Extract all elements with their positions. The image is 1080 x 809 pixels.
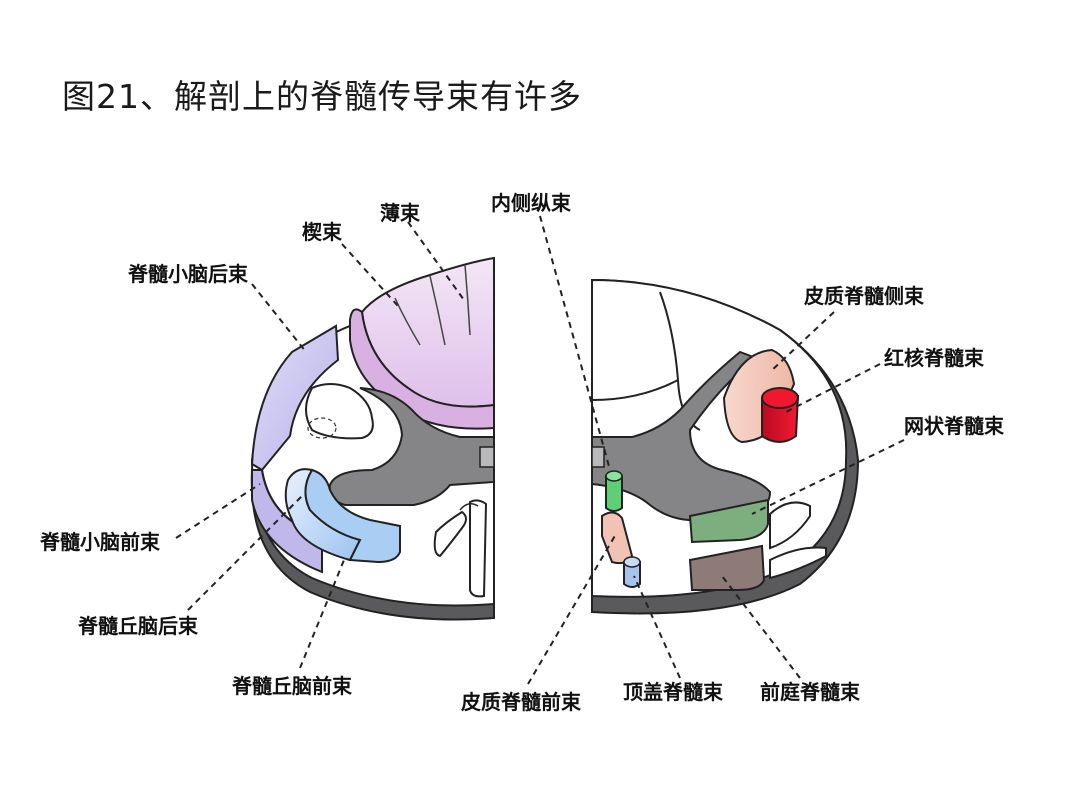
- leader-lines: [175, 215, 905, 685]
- right-half-cross-section: [591, 278, 860, 615]
- label-anterior-corticospinal: 皮质脊髓前束: [461, 690, 581, 714]
- gray-matter-left: [328, 387, 495, 506]
- label-rubrospinal: 红核脊髓束: [884, 346, 984, 370]
- label-vestibulospinal: 前庭脊髓束: [760, 680, 860, 704]
- label-dorsal-spinocerebellar: 脊髓小脑后束: [128, 262, 248, 286]
- rubrospinal-tract: [761, 387, 800, 443]
- label-ventral-spinocerebellar: 脊髓小脑前束: [40, 530, 160, 554]
- label-medial-longitudinal-fasciculus: 内侧纵束: [491, 191, 571, 215]
- left-half-cross-section: [250, 256, 495, 621]
- label-gracile-fasciculus: 薄束: [380, 201, 420, 225]
- label-reticulospinal: 网状脊髓束: [904, 414, 1004, 438]
- reticulospinal-tract: [688, 498, 769, 544]
- label-cuneate-fasciculus: 楔束: [302, 220, 342, 244]
- medial-longitudinal-fasciculus: [605, 470, 623, 512]
- vestibulospinal-tract: [688, 544, 766, 591]
- anterior-spinothalamic-tract: [304, 468, 401, 564]
- label-anterior-spinothalamic: 脊髓丘脑前束: [232, 674, 352, 698]
- label-tectospinal: 顶盖脊髓束: [623, 680, 723, 704]
- tectospinal-tract: [623, 556, 641, 588]
- anterior-corticospinal-tract: [601, 511, 634, 565]
- label-lateral-corticospinal: 皮质脊髓侧束: [804, 284, 924, 308]
- label-lateral-spinothalamic: 脊髓丘脑后束: [78, 614, 198, 638]
- gray-matter-right: [591, 350, 772, 522]
- figure-title: 图21、解剖上的脊髓传导束有许多: [62, 77, 582, 116]
